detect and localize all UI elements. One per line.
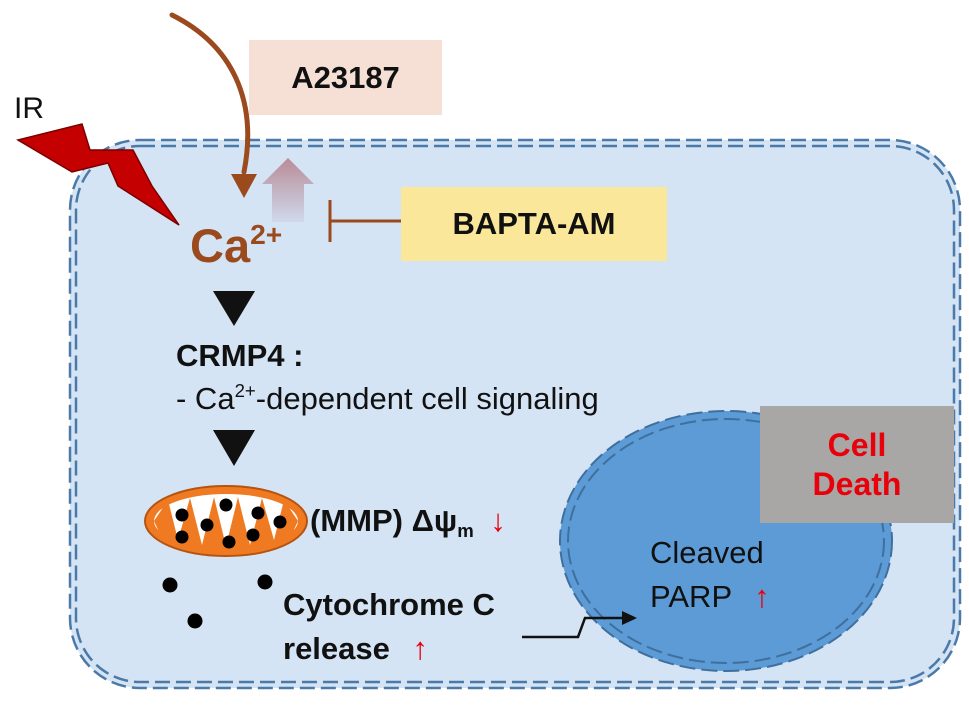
parp-up-arrow-icon: ↑ xyxy=(754,579,770,614)
cell-death-box: Cell Death xyxy=(760,406,954,523)
calcium-label: Ca2+ xyxy=(190,219,282,272)
signaling-suffix: -dependent cell signaling xyxy=(255,381,599,416)
cleaved-line1-text: Cleaved xyxy=(650,535,764,570)
crmp4-title-text: CRMP4 : xyxy=(176,338,304,373)
cytochrome-dot-icon xyxy=(257,574,273,590)
calcium-charge: 2+ xyxy=(250,217,283,250)
signaling-prefix: - Ca xyxy=(176,381,235,416)
mmp-subscript: m xyxy=(457,519,474,541)
release-arrow xyxy=(522,616,624,639)
cytochrome-line2-text: release xyxy=(283,631,390,666)
cytochrome-line1-text: Cytochrome C xyxy=(283,587,495,622)
cytochrome-line1: Cytochrome C xyxy=(283,589,495,620)
up-arrow-icon: ↑ xyxy=(412,631,429,666)
mitochondrion-icon xyxy=(144,485,308,557)
pathway-arrow-1 xyxy=(213,291,255,326)
ir-label: IR xyxy=(14,94,44,124)
cytochrome-line2: release ↑ xyxy=(283,633,428,664)
mmp-label: (MMP) Δψm ↓ xyxy=(310,503,506,539)
down-arrow-icon: ↓ xyxy=(490,503,506,538)
a23187-box: A23187 xyxy=(249,40,442,115)
cell-membrane-inner xyxy=(74,144,956,684)
cell-death-line1: Cell xyxy=(827,427,887,464)
pathway-arrow-2 xyxy=(213,430,255,466)
a23187-label: A23187 xyxy=(291,59,400,95)
bapta-box: BAPTA-AM xyxy=(401,187,667,261)
cleaved-line1: Cleaved xyxy=(650,537,764,568)
curved-arrow-icon xyxy=(169,12,251,175)
crmp4-title: CRMP4 : xyxy=(176,340,303,371)
signaling-charge: 2+ xyxy=(234,379,256,401)
cleaved-line2-text: PARP xyxy=(650,579,732,614)
signaling-label: - Ca2+-dependent cell signaling xyxy=(176,379,599,416)
ir-text: IR xyxy=(14,92,44,125)
calcium-base: Ca xyxy=(190,219,251,272)
efflux-arrow-icon xyxy=(262,158,314,222)
lightning-bolt-icon xyxy=(16,123,180,226)
bapta-label: BAPTA-AM xyxy=(452,206,616,241)
cytochrome-dot-icon xyxy=(162,577,178,593)
cytochrome-dot-icon xyxy=(187,613,203,629)
curved-arrow-head xyxy=(231,174,257,198)
release-arrow-head xyxy=(622,611,637,625)
cell-death-line2: Death xyxy=(812,465,902,502)
cleaved-line2: PARP ↑ xyxy=(650,581,770,612)
mmp-text: (MMP) Δψ xyxy=(310,503,458,538)
